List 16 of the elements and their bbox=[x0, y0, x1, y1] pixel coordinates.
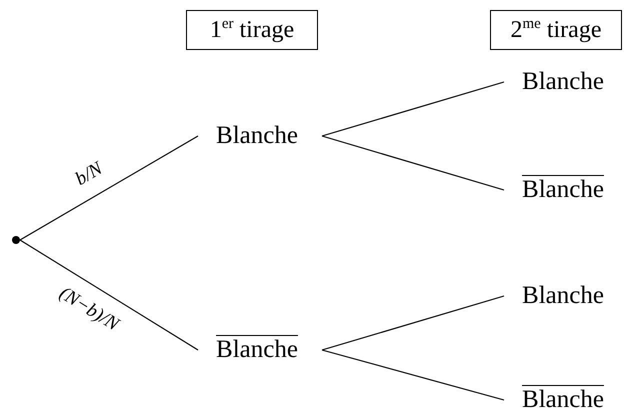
edge-label: b/N bbox=[72, 159, 106, 190]
outcome-label: Blanche bbox=[522, 176, 604, 204]
outcome-label: Blanche bbox=[216, 336, 298, 364]
outcome-label: Blanche bbox=[522, 68, 604, 96]
header-box: 1$^{er}$ tirage bbox=[186, 10, 318, 50]
branch-line bbox=[322, 349, 504, 401]
outcome-label: Blanche bbox=[216, 122, 298, 150]
header-box: 2$^{me}$ tirage bbox=[490, 10, 622, 50]
branch-line bbox=[20, 240, 198, 350]
branch-line bbox=[20, 136, 198, 240]
root-dot bbox=[12, 236, 20, 244]
branch-line bbox=[322, 81, 504, 137]
outcome-label: Blanche bbox=[522, 386, 604, 414]
branch-line bbox=[322, 135, 504, 191]
outcome-label: Blanche bbox=[522, 282, 604, 310]
branch-line bbox=[322, 295, 504, 351]
